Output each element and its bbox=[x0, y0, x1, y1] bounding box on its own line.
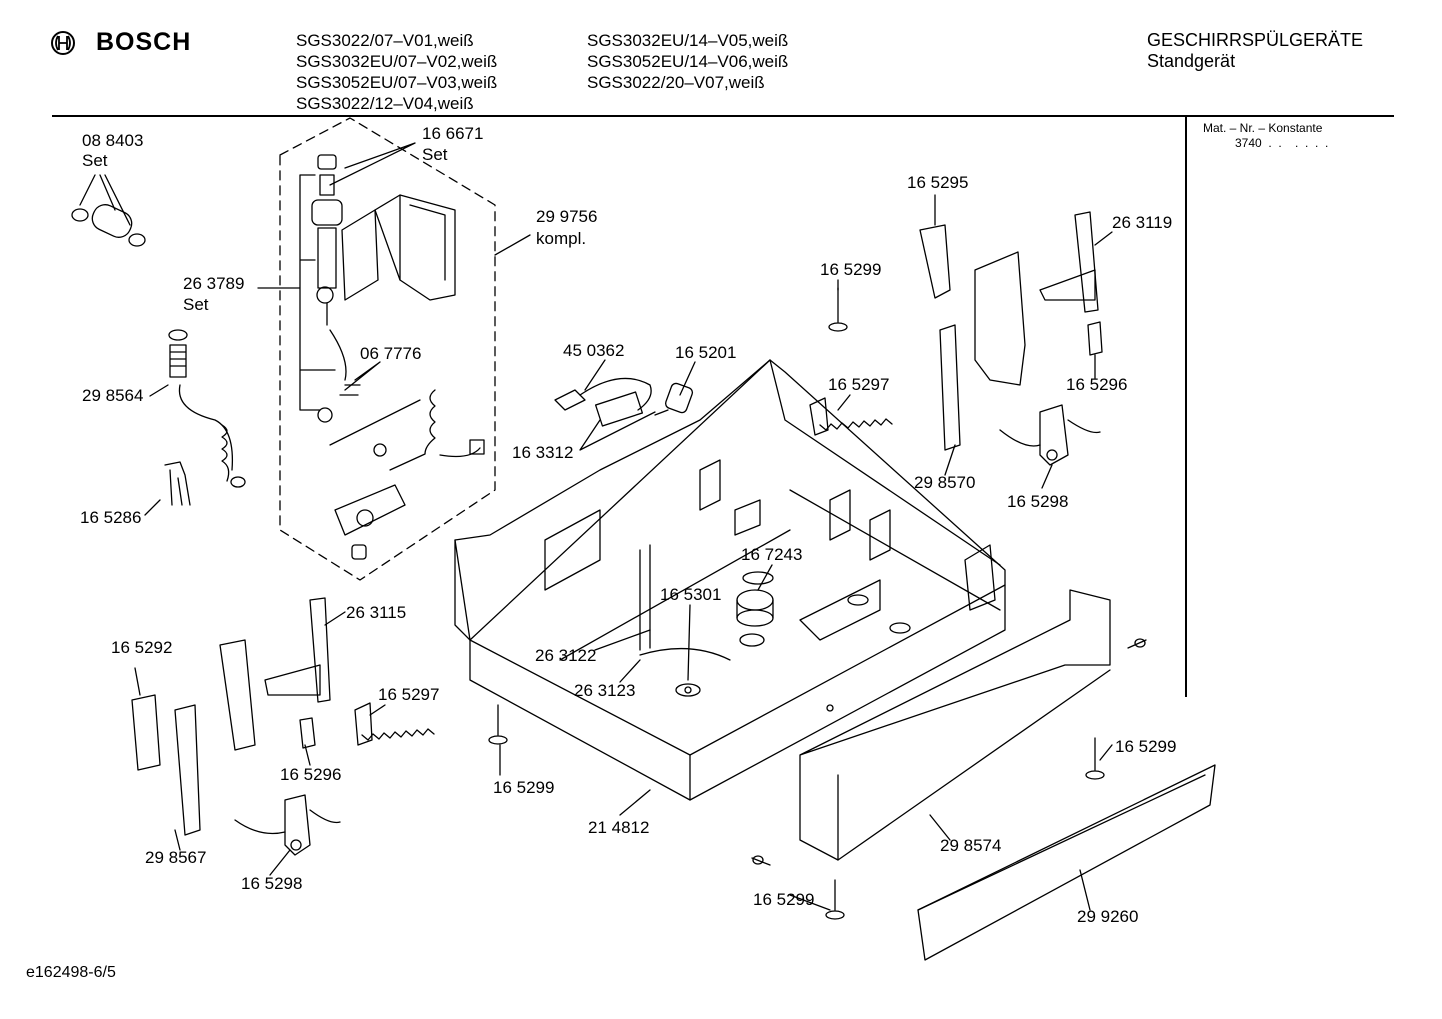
callout-165299-c: 16 5299 bbox=[1115, 737, 1177, 756]
wire-leads-part bbox=[317, 329, 421, 446]
callout-165292: 16 5292 bbox=[111, 638, 173, 657]
callout-263123: 26 3123 bbox=[574, 681, 636, 700]
callout-167243: 16 7243 bbox=[741, 545, 803, 564]
category-title: GESCHIRRSPÜLGERÄTE bbox=[1147, 30, 1364, 50]
kickplate-panel-part bbox=[799, 589, 1111, 861]
model-entry: SGS3022/20–V07,weiß bbox=[587, 73, 765, 92]
callout-165296-a: 16 5296 bbox=[1066, 375, 1128, 394]
inlet-valve-part bbox=[311, 154, 379, 326]
callout-263122: 26 3122 bbox=[535, 646, 597, 665]
model-entry: SGS3022/12–V04,weiß bbox=[296, 94, 474, 113]
callout-298567: 29 8567 bbox=[145, 848, 207, 867]
model-list-col2: SGS3032EU/14–V05,weiß SGS3052EU/14–V06,w… bbox=[587, 30, 788, 93]
callout-166671-set: Set bbox=[422, 145, 448, 164]
callout-088403-set: Set bbox=[82, 151, 108, 170]
document-id: e162498-6/5 bbox=[26, 964, 116, 981]
callout-263789: 26 3789 bbox=[183, 274, 245, 293]
callout-165296-b: 16 5296 bbox=[280, 765, 342, 784]
model-entry: SGS3032EU/14–V05,weiß bbox=[587, 31, 789, 50]
screw-d-part bbox=[825, 879, 845, 920]
header-divider bbox=[52, 115, 1394, 117]
bosch-logo-icon bbox=[50, 30, 76, 56]
callout-067776: 06 7776 bbox=[360, 344, 422, 363]
kit-outline bbox=[279, 117, 496, 581]
material-constant-box: Mat. – Nr. – Konstante 3740 . . . . . . bbox=[1203, 121, 1328, 151]
right-bracket-part bbox=[919, 224, 1026, 451]
level-sensor-left-part bbox=[234, 794, 341, 856]
callout-166671: 16 6671 bbox=[422, 124, 484, 143]
callout-088403: 08 8403 bbox=[82, 131, 144, 150]
callout-165297-a: 16 5297 bbox=[828, 375, 890, 394]
callout-163312: 16 3312 bbox=[512, 443, 574, 462]
hose-clip-part bbox=[164, 461, 191, 506]
callout-165286: 16 5286 bbox=[80, 508, 142, 527]
screw-a-part bbox=[828, 287, 848, 332]
level-sensor-right-part bbox=[999, 404, 1101, 466]
material-row: 3740 . . . . . . bbox=[1203, 136, 1328, 151]
callout-165297-b: 16 5297 bbox=[378, 685, 440, 704]
brand-block: BOSCH bbox=[50, 28, 191, 57]
spring-upper-part bbox=[809, 397, 893, 436]
material-title: Mat. – Nr. – Konstante bbox=[1203, 121, 1323, 135]
callout-299260: 29 9260 bbox=[1077, 907, 1139, 926]
model-list-col1: SGS3022/07–V01,weiß SGS3032EU/07–V02,wei… bbox=[296, 30, 497, 114]
callout-263789-set: Set bbox=[183, 295, 209, 314]
screw-c-part bbox=[1085, 737, 1105, 780]
hose-set-part bbox=[71, 204, 146, 247]
callout-165201: 16 5201 bbox=[675, 343, 737, 362]
material-value: 3740 bbox=[1235, 136, 1262, 150]
callout-165298-b: 16 5298 bbox=[241, 874, 303, 893]
brand-name: BOSCH bbox=[96, 28, 192, 56]
screw-b-part bbox=[488, 704, 508, 745]
corner-bracket-part bbox=[1039, 211, 1103, 356]
leader-lines bbox=[79, 142, 1113, 911]
callout-165299-d: 16 5299 bbox=[753, 890, 815, 909]
sump-seal-part bbox=[736, 571, 911, 647]
spring-lower-part bbox=[354, 702, 435, 746]
callout-299756-kompl: kompl. bbox=[536, 229, 587, 248]
screw-f-part bbox=[1127, 638, 1147, 649]
plinth-trim-part bbox=[917, 764, 1216, 961]
callout-298570: 29 8570 bbox=[914, 473, 976, 492]
model-entry: SGS3022/07–V01,weiß bbox=[296, 31, 474, 50]
left-bracket-part bbox=[131, 597, 331, 836]
coiled-hose-part bbox=[373, 389, 485, 471]
base-tub-part bbox=[454, 359, 1006, 801]
callout-214812: 21 4812 bbox=[588, 818, 650, 837]
callout-263115: 26 3115 bbox=[346, 603, 407, 622]
callout-165299-a: 16 5299 bbox=[820, 260, 882, 279]
drain-hose-part bbox=[168, 329, 246, 488]
screw-e-part bbox=[751, 855, 771, 866]
callout-165299-b: 16 5299 bbox=[493, 778, 555, 797]
cable-harness-part bbox=[554, 377, 694, 427]
callout-299756: 29 9756 bbox=[536, 207, 598, 226]
side-divider bbox=[1185, 117, 1187, 697]
material-dots: . . . . . . bbox=[1268, 136, 1329, 150]
category-block: GESCHIRRSPÜLGERÄTE Standgerät bbox=[1147, 30, 1363, 72]
model-entry: SGS3052EU/14–V06,weiß bbox=[587, 52, 789, 71]
model-entry: SGS3052EU/07–V03,weiß bbox=[296, 73, 498, 92]
callout-165295: 16 5295 bbox=[907, 173, 969, 192]
callout-298564: 29 8564 bbox=[82, 386, 144, 405]
callout-263119: 26 3119 bbox=[1112, 213, 1173, 232]
valve-cover-part bbox=[374, 194, 456, 301]
callout-165298-a: 16 5298 bbox=[1007, 492, 1069, 511]
aquastop-box-part bbox=[334, 484, 406, 560]
callout-450362: 45 0362 bbox=[563, 341, 625, 360]
callout-298574: 29 8574 bbox=[940, 836, 1002, 855]
model-entry: SGS3032EU/07–V02,weiß bbox=[296, 52, 498, 71]
callout-165301: 16 5301 bbox=[660, 585, 722, 604]
category-subtitle: Standgerät bbox=[1147, 51, 1236, 71]
float-switch-part bbox=[639, 647, 731, 697]
